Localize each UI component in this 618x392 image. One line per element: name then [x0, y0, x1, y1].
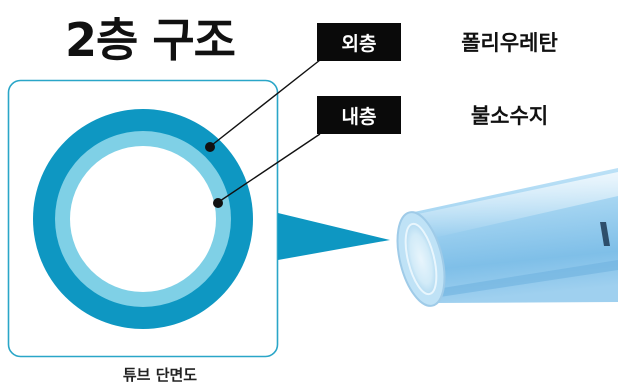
inner-layer-label: 내층 불소수지 — [317, 96, 618, 134]
tube-bore — [70, 146, 216, 292]
tube-end-bore — [404, 222, 438, 296]
inner-layer-tag: 내층 — [317, 96, 401, 134]
outer-layer-leader-line — [211, 59, 321, 146]
cross-section-caption: 튜브 단면도 — [122, 366, 198, 384]
inner-layer-leader-line — [219, 133, 321, 202]
outer-layer-tag: 외층 — [317, 23, 401, 61]
outer-layer-label: 외층 폴리우레탄 — [317, 23, 618, 61]
structure-title: 2층 구조 — [65, 13, 236, 67]
callout-wedge — [278, 213, 390, 260]
outer-layer-material: 폴리우레탄 — [401, 23, 618, 61]
tube-highlight — [418, 172, 618, 240]
tube-illustration — [396, 168, 618, 307]
outer-layer-leader-dot — [205, 142, 215, 152]
inner-layer-material: 불소수지 — [401, 96, 618, 134]
inner-layer-leader-dot — [213, 198, 223, 208]
